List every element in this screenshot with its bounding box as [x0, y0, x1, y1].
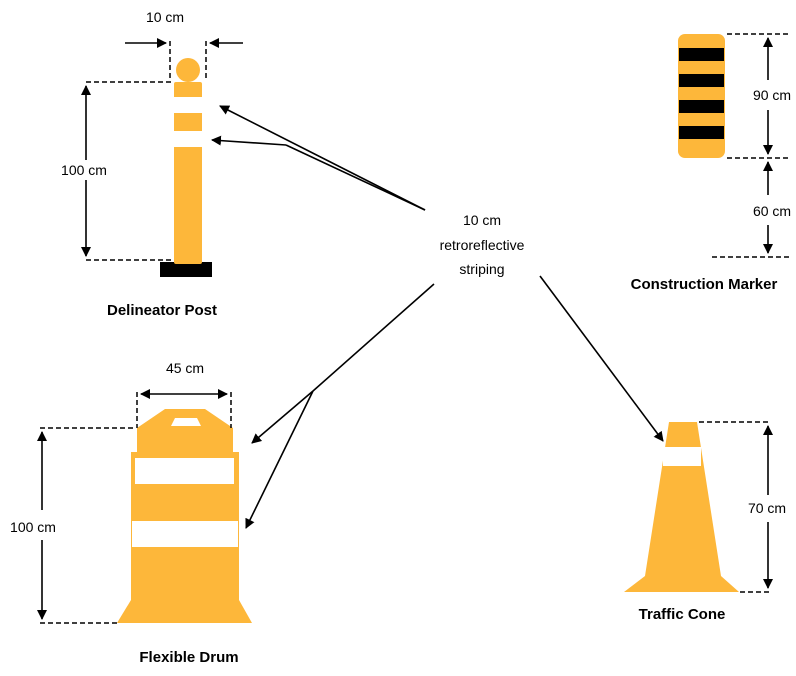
delineator-stripe-1 — [173, 97, 203, 113]
callout-arrow-cone — [539, 275, 664, 442]
drum-stripe-2 — [132, 521, 238, 547]
cone-stripe — [663, 447, 701, 466]
delineator-stripe-2 — [173, 131, 203, 147]
traffic-cone-dimensions: 70 cm Traffic Cone — [639, 421, 786, 623]
delineator-post-title: Delineator Post — [107, 302, 217, 319]
delineator-post — [160, 58, 212, 277]
construction-marker — [678, 34, 725, 158]
drum-handle-hole — [171, 418, 201, 426]
delineator-shaft — [174, 82, 202, 264]
traffic-cone-title: Traffic Cone — [639, 606, 726, 623]
callout-line-2: retroreflective — [440, 237, 525, 253]
marker-stripe-2 — [679, 74, 724, 87]
flexible-drum-title: Flexible Drum — [139, 649, 238, 666]
construction-marker-title: Construction Marker — [631, 276, 778, 293]
marker-height-label: 90 cm — [753, 87, 791, 103]
cone-height-label: 70 cm — [748, 500, 786, 516]
retroreflective-callout: 10 cm retroreflective striping — [211, 105, 664, 529]
drum-body — [117, 409, 252, 623]
delineator-dimensions: 10 cm 100 cm Delineator Post — [61, 9, 243, 319]
cone-body — [624, 422, 739, 592]
flexible-drum — [117, 409, 252, 623]
drum-width-label: 45 cm — [166, 360, 204, 376]
callout-leader-drum — [312, 283, 435, 392]
callout-arrow-delineator-1 — [219, 105, 426, 211]
drum-height-label: 100 cm — [10, 519, 56, 535]
callout-leader-delineator-2 — [285, 144, 426, 211]
marker-mount-label: 60 cm — [753, 203, 791, 219]
callout-line-1: 10 cm — [463, 212, 501, 228]
callout-arrow-delineator-2 — [211, 135, 287, 146]
drum-stripe-1 — [135, 458, 234, 484]
traffic-cone — [624, 422, 739, 592]
delineator-base — [160, 262, 212, 277]
callout-arrow-drum-2 — [245, 390, 314, 529]
callout-arrow-drum-1 — [251, 390, 314, 444]
delineator-height-label: 100 cm — [61, 162, 107, 178]
marker-stripe-4 — [679, 126, 724, 139]
marker-stripe-3 — [679, 100, 724, 113]
construction-marker-dimensions: 90 cm 60 cm Construction Marker — [631, 33, 791, 293]
delineator-knob — [176, 58, 200, 82]
delineator-width-label: 10 cm — [146, 9, 184, 25]
marker-stripe-1 — [679, 48, 724, 61]
flexible-drum-dimensions: 45 cm 100 cm Flexible Drum — [10, 360, 239, 666]
callout-line-3: striping — [459, 261, 504, 277]
